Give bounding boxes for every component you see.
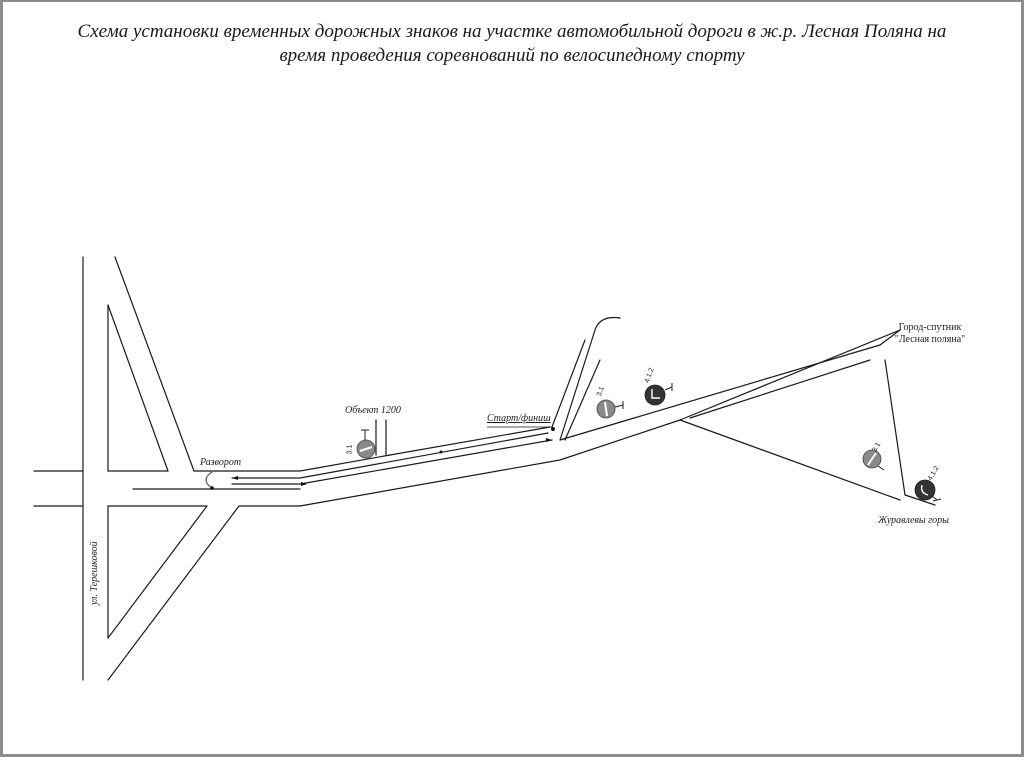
- sign-turn-right-icon: [644, 383, 673, 406]
- label-satellite-city: Город-спутник "Лесная поляна": [880, 322, 980, 346]
- sign-turn-right-icon: [914, 479, 942, 502]
- u-turn-icon: [205, 471, 214, 490]
- label-satellite-city-line1: Город-спутник: [898, 322, 962, 333]
- road-lower-diagonal: [107, 505, 240, 681]
- title-line-1: Схема установки временных дорожных знако…: [77, 21, 947, 42]
- road-cross-left: [33, 470, 208, 507]
- road-loop: [551, 316, 936, 506]
- course-lanes: [231, 432, 553, 485]
- sign-code-tag: 3.1: [346, 444, 354, 455]
- sign-no-entry-icon: [862, 449, 885, 471]
- label-zhuravlevy-gory: Журавлевы горы: [878, 515, 949, 526]
- label-start-finish: Старт/финиш: [487, 413, 551, 424]
- label-street-tereshkovoy: ул. Терешковой: [89, 541, 100, 605]
- label-turnaround: Разворот: [200, 457, 242, 468]
- title-line-2: время проведения соревнований по велосип…: [279, 45, 745, 66]
- label-object-1200: Объект 1200: [345, 405, 401, 416]
- page-title: Схема установки временных дорожных знако…: [0, 20, 1024, 68]
- road-main: [132, 329, 901, 507]
- road-tereshkovoy: [82, 256, 109, 681]
- sign-no-entry-icon: [356, 429, 376, 459]
- lane-arrow-icons: [232, 427, 555, 486]
- label-satellite-city-line2: "Лесная поляна": [894, 334, 966, 345]
- sign-no-entry-icon: [596, 399, 624, 419]
- road-upper-diagonal: [107, 256, 195, 472]
